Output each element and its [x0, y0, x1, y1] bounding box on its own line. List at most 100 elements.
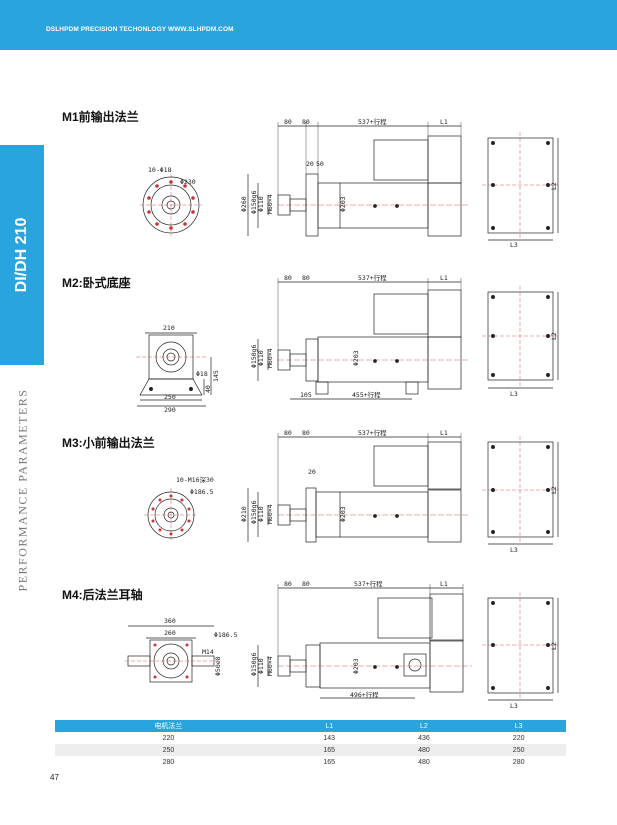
- table-cell: 280: [512, 758, 525, 766]
- m4-dim-d2: Φ150g6: [250, 652, 258, 676]
- m4-dim-pcd: Φ186.5: [214, 631, 238, 639]
- m3-dim-d2: Φ150g6: [250, 500, 258, 524]
- m1-dim-thread: M60×4: [266, 194, 274, 214]
- table-header: L3: [471, 720, 566, 732]
- table-row: 220 143 436 220: [55, 732, 566, 744]
- m3-dim-d4: Φ203: [339, 506, 347, 522]
- brand-text: DSLHPDM PRECISION TECHONLOGY WWW.SLHPDM.…: [46, 26, 234, 33]
- section-title-m4: M4:后法兰耳轴: [62, 588, 143, 602]
- section-title-m1: M1前输出法兰: [62, 110, 139, 124]
- m3-dim-l1: L1: [440, 429, 448, 437]
- m4-dim-l2: L2: [550, 642, 558, 650]
- m2-dim-stroke: 537+行程: [358, 273, 387, 282]
- m2-dim-d3: Φ110: [257, 350, 265, 366]
- m4-dim-b: 80: [302, 580, 310, 588]
- m1-dim-b: 80: [302, 118, 310, 126]
- m1-dim-pcd: Φ230: [180, 178, 196, 186]
- m3-dim-flange: 20: [308, 468, 316, 476]
- m3-side-view: [247, 433, 560, 545]
- m2-dim-d2: Φ150g6: [250, 344, 258, 368]
- m4-dim-d3: Φ110: [257, 658, 265, 674]
- table-header: L2: [376, 720, 472, 732]
- m3-dim-d3: Φ110: [257, 506, 265, 522]
- m3-flange-view: [144, 488, 198, 542]
- section-title-m3: M3:小前输出法兰: [62, 436, 155, 450]
- m1-dim-l2: L2: [550, 182, 558, 190]
- m1-dim-d4: Φ203: [339, 196, 347, 212]
- m1-dim-holes: 10-Φ18: [148, 166, 172, 174]
- m1-dim-flange: 20: [306, 160, 314, 168]
- m2-dim-pin: Φ18: [196, 370, 208, 378]
- table-cell: 220: [512, 734, 525, 742]
- m2-base-view: [136, 332, 212, 407]
- table-row: 250 165 480 250: [55, 744, 566, 756]
- m3-dim-l2: L2: [550, 486, 558, 494]
- m3-dim-stroke: 537+行程: [358, 428, 387, 437]
- table-cell: 280: [162, 758, 175, 766]
- m4-dim-m: M14: [202, 648, 214, 656]
- table-row: 280 165 480 280: [55, 756, 566, 768]
- m4-dim-pin: Φ50e8: [214, 656, 222, 676]
- m2-dim-l3: L3: [510, 390, 518, 398]
- m4-side-view: [257, 584, 560, 701]
- m4-dim-w1: 360: [164, 617, 176, 625]
- m4-dim-l1: L1: [440, 580, 448, 588]
- table-cell: 436: [418, 734, 430, 742]
- m2-side-view: [257, 278, 560, 400]
- m2-dim-off: 105: [300, 391, 312, 399]
- m4-dim-l3: L3: [510, 702, 518, 710]
- m2-dim-w3: 290: [164, 406, 176, 414]
- m2-dim-thread: M60×4: [266, 348, 274, 368]
- table-cell: 480: [418, 758, 430, 766]
- m2-dim-stroke2: 455+行程: [352, 390, 381, 399]
- m3-dim-a: 80: [284, 429, 292, 437]
- header-bar: DSLHPDM PRECISION TECHONLOGY WWW.SLHPDM.…: [0, 0, 617, 50]
- table-header: L1: [281, 720, 377, 732]
- m2-dim-h2: 40: [204, 385, 212, 393]
- m1-dim-d3: Φ110: [257, 196, 265, 212]
- m2-dim-w1: 210: [163, 324, 175, 332]
- m1-dim-stroke: 537+行程: [358, 117, 387, 126]
- table-header-row: 电机法兰 L1 L2 L3: [55, 720, 566, 732]
- m4-dim-d4: Φ203: [352, 658, 360, 674]
- table-cell: 250: [471, 744, 566, 756]
- section-title-m2: M2:卧式底座: [62, 276, 131, 290]
- table-cell: 165: [281, 744, 377, 756]
- m2-dim-d4: Φ203: [352, 350, 360, 366]
- m2-dim-w2: 250: [164, 393, 176, 401]
- m1-side-view: [247, 122, 560, 241]
- m2-dim-b: 80: [302, 274, 310, 282]
- m4-dim-thread: M60×4: [266, 656, 274, 676]
- side-tab: DI/DH 210: [0, 145, 44, 365]
- m4-dim-stroke2: 496+行程: [350, 690, 379, 699]
- m1-dim-d2: Φ150g6: [250, 190, 258, 214]
- table-header: 电机法兰: [55, 720, 282, 732]
- m3-dim-d1: Φ210: [240, 506, 248, 522]
- m4-dim-stroke: 537+行程: [354, 579, 383, 588]
- m1-dim-flange2: 50: [316, 160, 324, 168]
- table-cell: 250: [55, 744, 282, 756]
- m3-dim-pcd: Φ186.5: [190, 488, 214, 496]
- m3-dim-b: 80: [302, 429, 310, 437]
- m4-dim-w2: 260: [164, 629, 176, 637]
- m3-dim-holes: 10-M16深30: [176, 475, 214, 484]
- m1-dim-l3: L3: [510, 241, 518, 249]
- page-number: 47: [50, 773, 59, 782]
- m3-dim-thread: M60×4: [266, 504, 274, 524]
- table-cell: 143: [323, 734, 336, 742]
- m1-dim-a: 80: [284, 118, 292, 126]
- table-cell: 480: [376, 744, 472, 756]
- m2-dim-l1: L1: [440, 274, 448, 282]
- table-cell: 220: [162, 734, 175, 742]
- m2-dim-h1: 145: [212, 370, 220, 382]
- m4-trunnion-view: [125, 625, 218, 683]
- m4-dim-a: 80: [284, 580, 292, 588]
- technical-drawing: 80 80 537+行程 L1 10-Φ18 Φ230 20 50 Φ260 Φ…: [125, 117, 560, 710]
- m3-dim-l3: L3: [510, 546, 518, 554]
- table-cell: 165: [323, 758, 336, 766]
- m1-flange-view: [140, 174, 202, 236]
- m1-dim-l1: L1: [440, 118, 448, 126]
- m2-dim-a: 80: [284, 274, 292, 282]
- spec-table: 电机法兰 L1 L2 L3 220 143 436 220 250 165 48…: [55, 720, 566, 768]
- m2-dim-l2: L2: [550, 332, 558, 340]
